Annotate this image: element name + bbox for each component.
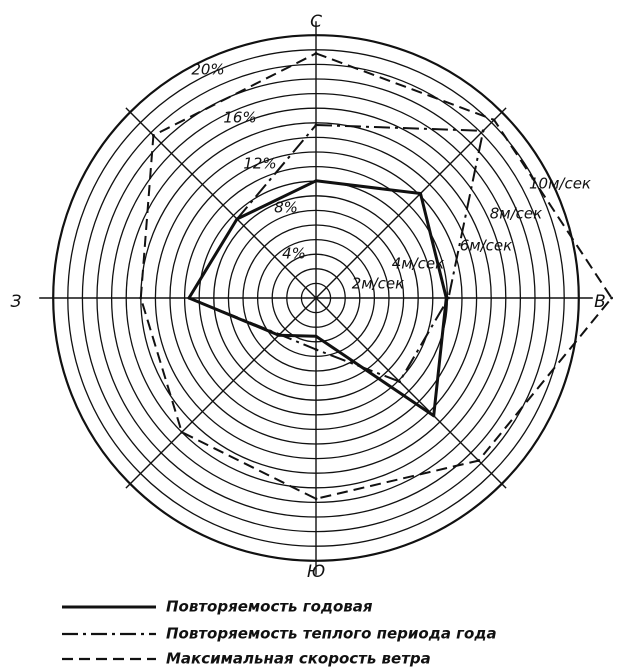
series-point-2 — [492, 118, 496, 122]
series-point-1 — [278, 333, 281, 336]
direction-label-С: С — [310, 12, 322, 32]
series-point-2 — [610, 296, 613, 300]
series-point-0 — [419, 192, 422, 195]
series-point-1 — [447, 296, 450, 300]
series-point-1 — [314, 348, 318, 351]
speed-label: 4м/сек — [392, 255, 444, 273]
series-point-1 — [235, 217, 239, 221]
series-point-0 — [314, 179, 318, 183]
percent-label: 8% — [274, 199, 298, 217]
direction-label-Ю: Ю — [307, 562, 325, 582]
percent-tick-labels: 4% 8% 12% 16% 20% — [191, 61, 306, 263]
spoke-ЮВ — [315, 297, 507, 489]
speed-label: 2м/сек — [352, 275, 404, 293]
legend-label-0: Повторяемость годовая — [166, 598, 373, 616]
series-point-2 — [152, 134, 155, 137]
series-group — [139, 52, 613, 501]
legend-label-2: Максимальная скорость ветра — [166, 650, 431, 668]
grid-spokes — [39, 21, 593, 575]
speed-tick-labels: 2м/сек 4м/сек 6м/сек 8м/сек 10м/сек — [352, 175, 591, 293]
series-point-2 — [314, 497, 318, 501]
series-point-2 — [477, 459, 480, 462]
legend-label-1: Повторяемость теплого периода года — [166, 625, 497, 643]
percent-label: 12% — [243, 155, 276, 173]
speed-label: 6м/сек — [460, 237, 512, 255]
percent-label: 16% — [223, 109, 256, 127]
spoke-СВ — [315, 107, 507, 299]
direction-label-В: В — [594, 292, 606, 312]
series-point-2 — [314, 52, 318, 55]
series-point-1 — [481, 129, 485, 133]
percent-label: 20% — [191, 61, 224, 79]
percent-label: 4% — [282, 245, 306, 263]
series-line-2 — [139, 52, 613, 500]
series-point-1 — [314, 123, 318, 127]
series-point-2 — [180, 430, 184, 434]
spoke-ЮЗ — [125, 297, 317, 489]
direction-labels: С В Ю З — [11, 12, 606, 582]
speed-label: 10м/сек — [529, 175, 591, 193]
series-point-1 — [398, 380, 401, 383]
series-point-2 — [139, 296, 143, 300]
series-point-0 — [432, 414, 436, 418]
series-point-0 — [314, 334, 318, 338]
series-point-1 — [187, 296, 191, 300]
spoke-СЗ — [125, 107, 317, 299]
direction-label-З: З — [11, 292, 22, 312]
series-point-0 — [444, 296, 448, 300]
speed-label: 8м/сек — [490, 205, 542, 223]
